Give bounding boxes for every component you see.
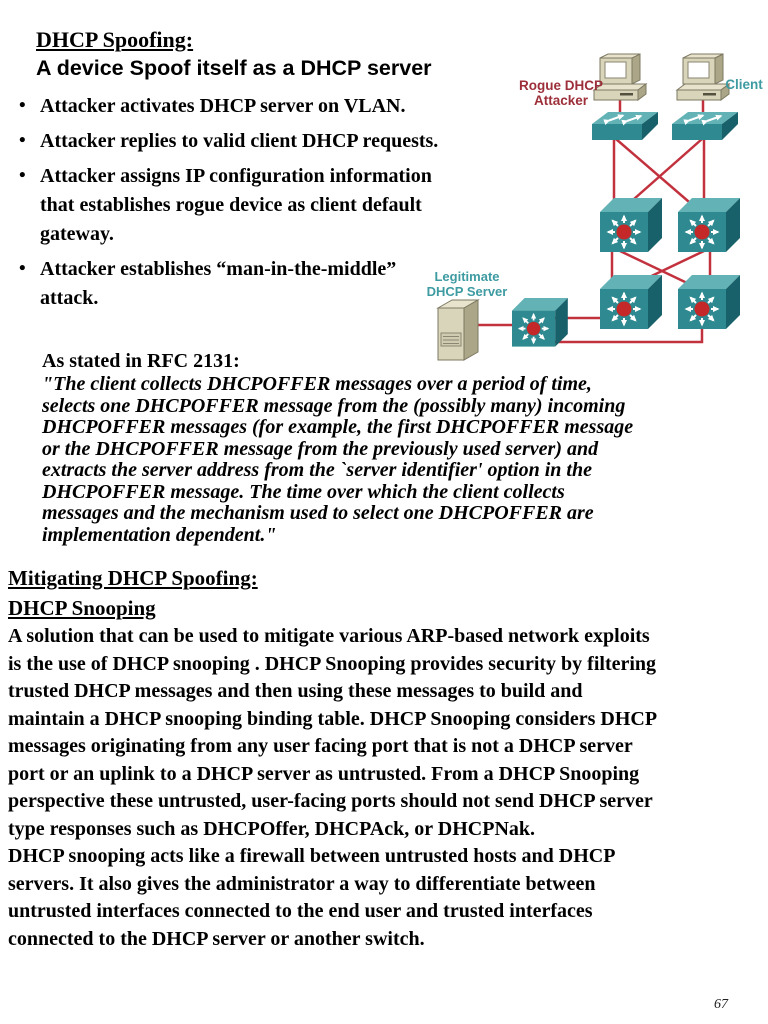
rfc-quote: "The client collects DHCPOFFER messages …	[42, 373, 634, 546]
server-label-line2: DHCP Server	[427, 284, 508, 299]
server-label-line1: Legitimate	[434, 269, 499, 284]
rfc-quote-line: selects one DHCPOFFER message from the (…	[42, 394, 626, 417]
bullet-text: gateway.	[40, 223, 114, 245]
access-switch-left-icon	[592, 112, 658, 140]
rfc-quote-line: extracts the server address from the `se…	[42, 459, 592, 481]
mitigation-section: Mitigating DHCP Spoofing: DHCP Snooping …	[8, 563, 766, 953]
paragraph-line: connected to the DHCP server or another …	[8, 927, 425, 950]
rfc-heading: As stated in RFC 2131:	[42, 350, 240, 372]
rfc-quote-line: "The client collects DHCPOFFER messages …	[42, 373, 592, 395]
list-item: Attacker replies to valid client DHCP re…	[16, 126, 496, 156]
list-item: Attacker assigns IP configuration inform…	[16, 161, 496, 249]
network-diagram-svg: Rogue DHCP Attacker Client Legitimate DH…	[427, 53, 763, 361]
paragraph-line: maintain a DHCP snooping binding table. …	[8, 707, 658, 730]
rfc-quote-line: DHCPOFFER messages (for example, the fir…	[42, 416, 634, 438]
list-item: Attacker activates DHCP server on VLAN.	[16, 91, 496, 121]
rfc-quote-line: implementation dependent."	[42, 523, 277, 546]
page-title: DHCP Spoofing:	[36, 27, 194, 52]
bullet-text: Attacker activates DHCP server on VLAN.	[40, 95, 406, 117]
server-switch-icon	[512, 298, 568, 347]
title-block: DHCP Spoofing: A device Spoof itself as …	[36, 26, 432, 82]
mitigation-paragraph-2: DHCP snooping acts like a firewall betwe…	[8, 843, 766, 953]
bullet-text: attack.	[40, 287, 99, 309]
paragraph-line: trusted DHCP messages and then using the…	[8, 680, 583, 702]
paragraph-line: servers. It also gives the administrator…	[8, 872, 596, 895]
paragraph-line: A solution that can be used to mitigate …	[8, 625, 650, 647]
bullet-text: Attacker establishes “man-in-the-middle”	[40, 258, 397, 280]
rfc-quote-line: DHCPOFFER message. The time over which t…	[42, 480, 565, 503]
paragraph-line: port or an uplink to a DHCP server as un…	[8, 762, 640, 785]
rfc-quote-line: or the DHCPOFFER message from the previo…	[42, 437, 599, 460]
paragraph-line: perspective these untrusted, user-facing…	[8, 790, 653, 812]
attacker-label-line2: Attacker	[534, 93, 589, 108]
multilayer-switch-bottom-left-icon	[600, 275, 662, 329]
client-label: Client	[725, 77, 763, 92]
client-pc-icon	[676, 53, 730, 101]
attacker-pc-icon	[593, 53, 647, 101]
network-diagram: Rogue DHCP Attacker Client Legitimate DH…	[420, 45, 768, 370]
multilayer-switch-top-left-icon	[600, 198, 662, 252]
bullet-text: Attacker assigns IP configuration inform…	[40, 165, 432, 187]
bullet-list: Attacker activates DHCP server on VLAN. …	[16, 91, 496, 319]
paragraph-line: is the use of DHCP snooping . DHCP Snoop…	[8, 652, 657, 675]
attacker-label-line1: Rogue DHCP	[519, 78, 603, 93]
mitigation-paragraph-1: A solution that can be used to mitigate …	[8, 623, 766, 843]
list-item: Attacker establishes “man-in-the-middle”…	[16, 254, 496, 313]
bullet-text: Attacker replies to valid client DHCP re…	[40, 130, 439, 152]
multilayer-switch-bottom-right-icon	[678, 275, 740, 329]
paragraph-line: messages originating from any user facin…	[8, 735, 633, 757]
page-subtitle: A device Spoof itself as a DHCP server	[36, 56, 432, 80]
paragraph-line: untrusted interfaces connected to the en…	[8, 900, 593, 922]
access-switch-right-icon	[672, 112, 738, 140]
mitigation-subheading: DHCP Snooping	[8, 596, 156, 620]
page-number: 67	[714, 997, 728, 1012]
rfc-block: As stated in RFC 2131: "The client colle…	[42, 349, 633, 546]
multilayer-switch-top-right-icon	[678, 198, 740, 252]
bullet-text: that establishes rogue device as client …	[40, 194, 422, 216]
mitigation-heading: Mitigating DHCP Spoofing:	[8, 566, 258, 590]
rfc-quote-line: messages and the mechanism used to selec…	[42, 502, 594, 524]
paragraph-line: DHCP snooping acts like a firewall betwe…	[8, 845, 616, 867]
paragraph-line: type responses such as DHCPOffer, DHCPAc…	[8, 817, 536, 840]
